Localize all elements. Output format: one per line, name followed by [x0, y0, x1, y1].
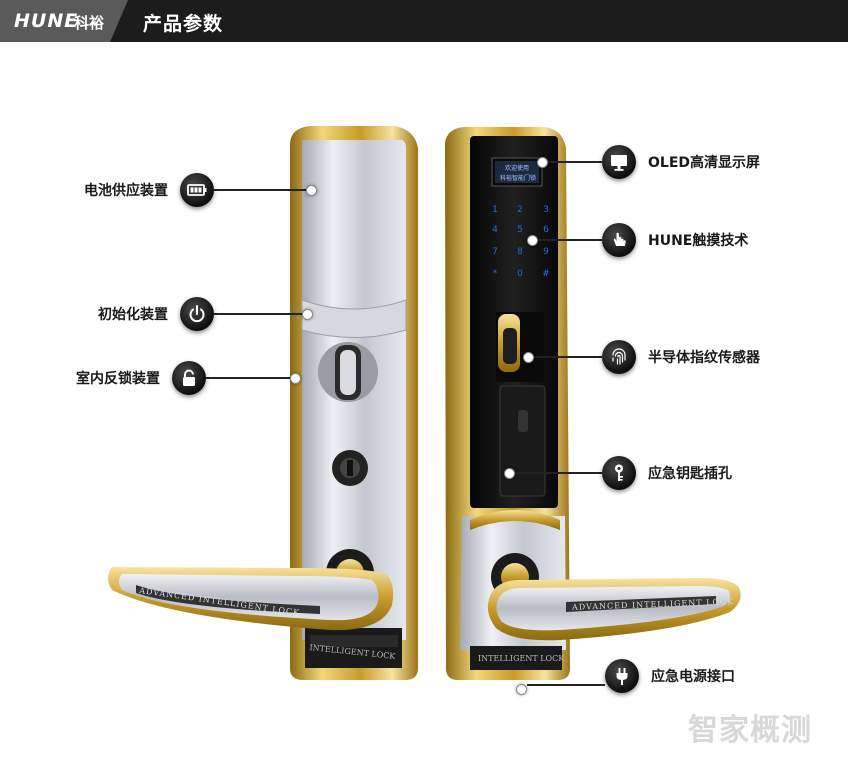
keypad-key: 5	[517, 225, 523, 235]
callout-label: 应急电源接口	[651, 669, 735, 685]
keypad-key: 6	[543, 225, 549, 235]
callout-pointer-dot	[290, 372, 301, 384]
callout-battery: 电池供应装置	[84, 173, 317, 207]
callout-indoor-deadlock: 室内反锁装置	[76, 361, 301, 395]
callout-label: 半导体指纹传感器	[648, 350, 760, 366]
callout-pointer-dot	[504, 467, 515, 479]
fingerprint-icon	[602, 340, 636, 374]
keypad-key: 0	[517, 269, 523, 279]
callout-pointer-dot	[306, 184, 317, 196]
header-bar: HUNE 科裕 产品参数	[0, 0, 848, 42]
keypad-key: 1	[492, 205, 498, 215]
callout-emergency-power: 应急电源接口	[516, 659, 735, 695]
callout-pointer-dot	[302, 308, 313, 320]
callout-pointer-dot	[537, 156, 548, 168]
callout-touch-tech: HUNE触摸技术	[527, 223, 748, 257]
brand-logo-cn: 科裕	[74, 14, 105, 32]
callout-pointer-dot	[523, 351, 534, 363]
screen-text-line1: 欢迎使用	[505, 165, 530, 172]
callout-pointer-dot	[527, 234, 538, 246]
touch-hand-icon	[602, 223, 636, 257]
brand-logo: HUNE 科裕	[0, 0, 128, 42]
callout-label: 室内反锁装置	[76, 371, 160, 387]
callout-fingerprint-sensor: 半导体指纹传感器	[523, 340, 760, 374]
battery-icon	[180, 173, 214, 207]
monitor-icon	[602, 145, 636, 179]
page-title: 产品参数	[143, 13, 224, 35]
callout-label: OLED高清显示屏	[648, 155, 761, 171]
screen-text-line2: 科裕智能门锁	[500, 175, 537, 182]
plate-engraving-right: INTELLIGENT LOCK	[478, 654, 565, 663]
keypad-key: 8	[517, 247, 523, 257]
keypad-key: *	[493, 269, 498, 279]
keypad-key: 9	[543, 247, 549, 257]
keypad-key: 7	[492, 247, 498, 257]
power-icon	[180, 297, 214, 331]
callout-initialize: 初始化装置	[98, 297, 313, 331]
watermark: 智家概测	[688, 713, 812, 748]
keypad-key: 2	[517, 205, 523, 215]
keypad-key: 4	[492, 225, 498, 235]
keypad-key: #	[542, 269, 550, 279]
callout-emergency-keyhole: 应急钥匙插孔	[504, 456, 732, 490]
callout-oled-display: OLED高清显示屏	[537, 145, 760, 179]
keypad-key: 3	[543, 205, 549, 215]
callout-label: 应急钥匙插孔	[648, 466, 732, 482]
callout-label: 初始化装置	[98, 307, 168, 323]
brand-logo-text: HUNE	[14, 10, 79, 32]
plug-icon	[605, 659, 639, 693]
padlock-icon	[172, 361, 206, 395]
callout-pointer-dot	[516, 684, 527, 695]
key-icon	[602, 456, 636, 490]
callout-label: 电池供应装置	[84, 183, 168, 199]
callout-label: HUNE触摸技术	[648, 233, 749, 249]
